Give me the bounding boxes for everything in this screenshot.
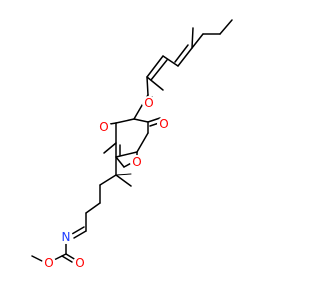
bond: [174, 44, 189, 63]
atom-o-lactone-carbonyl: O: [157, 117, 171, 131]
bond: [115, 173, 132, 176]
atom-label: O: [44, 256, 53, 270]
bond: [191, 33, 204, 49]
atom-layer: O O O O N O O: [42, 96, 171, 270]
bond-layer: [31, 19, 233, 263]
bond: [150, 59, 168, 81]
atom-label: N: [62, 230, 71, 244]
atom-label: O: [75, 256, 84, 270]
bond: [115, 151, 138, 158]
bond: [219, 19, 233, 35]
atom-label: O: [99, 120, 108, 134]
bond: [99, 174, 117, 186]
structure-diagram: O O O O N O O: [31, 19, 233, 270]
bond: [146, 76, 164, 91]
bond: [115, 118, 135, 124]
bond: [191, 27, 194, 49]
bond: [31, 255, 45, 263]
bond: [85, 202, 101, 214]
bond: [61, 255, 73, 263]
bond: [147, 117, 161, 123]
bond: [71, 226, 85, 235]
bond: [136, 132, 149, 153]
bond: [53, 253, 67, 261]
bond: [73, 230, 87, 239]
atom-label: O: [144, 96, 153, 110]
atom-label: O: [132, 155, 141, 169]
atom-o-ring: O: [130, 155, 144, 169]
atom-o-ketone-ring: O: [97, 120, 111, 134]
bond: [146, 55, 164, 78]
bond: [115, 156, 125, 168]
atom-label: O: [159, 117, 168, 131]
bond: [115, 174, 132, 187]
bond: [103, 142, 117, 154]
atom-o-ketone-side: O: [142, 96, 156, 110]
atom-n-imine: N: [59, 230, 73, 244]
molecule-canvas: O O O O N O O: [31, 19, 233, 270]
atom-o-carbamate-ester: O: [42, 256, 56, 270]
bond: [133, 118, 149, 123]
bond: [162, 55, 179, 67]
bond: [177, 47, 193, 67]
atom-o-carbamate-carbonyl: O: [73, 256, 87, 270]
bond: [146, 76, 149, 96]
